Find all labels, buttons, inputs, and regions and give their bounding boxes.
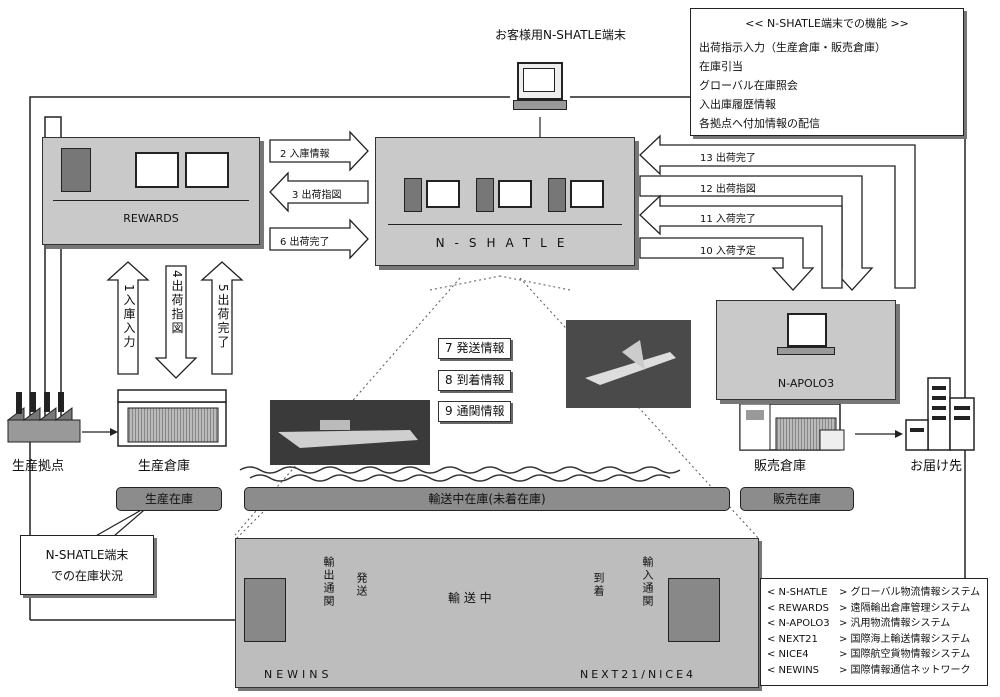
arrow-13-label: 13 出荷完了 [700,153,756,164]
sales-warehouse-label: 販売倉庫 [754,459,807,474]
arrow-4-label: 4出荷指図 [170,270,184,336]
legend-row: < N-APOLO3> 汎用物流情報システム [767,618,951,629]
rewards-box: REWARDS [42,137,260,245]
function-item: 出荷指示入力（生産倉庫・販売倉庫） [699,41,886,54]
server-icon [476,178,494,212]
arrow-12-label: 12 出荷指図 [700,184,756,195]
pc-icon [570,180,604,208]
outer-frame [29,96,510,620]
sales-warehouse-icon [739,403,845,451]
server-icon [61,148,91,192]
in-transit-label: 輸 送 中 [448,591,492,605]
next21-server-icon [668,578,720,642]
napolo-label: N-APOLO3 [777,377,835,390]
production-site-label: 生産拠点 [12,459,65,474]
info-9-customs: 9 通関情報 [438,401,512,422]
functions-box: << N-SHATLE端末での機能 >> 出荷指示入力（生産倉庫・販売倉庫） 在… [690,8,964,136]
transit-stock-bar: 輸送中在庫(未着在庫) [244,487,730,511]
production-warehouse-label: 生産倉庫 [138,459,191,474]
newins-label: NEWINS [264,668,333,681]
napolo-box: N-APOLO3 [716,300,896,400]
callout-line2: での在庫状況 [50,569,123,583]
nshatle-label: N-SHATLE [435,236,575,250]
server-icon [404,178,422,212]
pc-icon [185,152,229,188]
terminal-title: お客様用N-SHATLE端末 [495,28,626,42]
arrow-10-label: 10 入荷予定 [700,246,756,257]
arrow-1-label: 1入庫入力 [122,284,136,350]
rewards-label: REWARDS [123,212,179,225]
sales-stock-bar: 販売在庫 [740,487,854,511]
arrow-11 [639,194,843,289]
functions-title: << N-SHATLE端末での機能 >> [745,17,909,30]
pc-icon [426,180,460,208]
legend-box: < N-SHATLE> グローバル物流情報システム < REWARDS> 遠隔輸… [760,578,988,686]
arrow-4-down [154,265,198,379]
dispatch-label: 発送 [355,572,368,598]
destination-building-icon [905,377,975,451]
callout-line1: N-SHATLE端末 [45,548,129,562]
pc-icon [787,313,827,347]
info-8-arrival: 8 到着情報 [438,370,512,391]
legend-row: < NEXT21> 国際海上輸送情報システム [767,633,971,645]
function-item: 各拠点へ付加情報の配信 [699,117,820,130]
pc-icon [498,180,532,208]
arrow-2-right [269,130,369,172]
nshatle-box: N-SHATLE [375,137,635,266]
arrow-3-label: 3 出荷指図 [292,190,342,201]
newins-server-icon [244,578,286,642]
arrow-6-right [269,218,369,260]
arrow-5-label: 5出荷完了 [216,284,230,350]
legend-row: < N-SHATLE> グローバル物流情報システム [767,587,981,598]
legend-row: < NEWINS> 国際情報通信ネットワーク [767,664,971,676]
arrow-11-label: 11 入荷完了 [700,214,756,225]
arrow-5-up [200,261,244,375]
pc-icon [135,152,179,188]
airplane-photo [566,320,691,408]
function-item: 入出庫履歴情報 [699,98,776,111]
server-icon [548,178,566,212]
next21-label: NEXT21/NICE4 [580,668,697,681]
stock-status-callout: N-SHATLE端末 での在庫状況 [20,535,154,595]
function-item: 在庫引当 [699,60,743,73]
production-warehouse-icon [117,389,227,447]
factory-icon [6,392,81,443]
arrow-3-left [269,171,369,213]
terminal-pc-icon [513,62,567,110]
import-customs-label: 輸入通関 [641,556,654,608]
production-stock-bar: 生産在庫 [116,487,222,511]
arrow-13 [639,134,916,289]
arrow-6-label: 6 出荷完了 [280,237,330,248]
destination-label: お届け先 [910,459,963,474]
legend-row: < REWARDS> 遠隔輸出倉庫管理システム [767,602,971,614]
export-customs-label: 輸出通関 [322,556,335,608]
arrow-1-up [106,261,150,375]
info-7-dispatch: 7 発送情報 [438,338,512,359]
legend-row: < NICE4> 国際航空貨物情報システム [767,649,971,660]
arrival-label: 到着 [592,572,605,598]
arrow-2-label: 2 入庫情報 [280,149,330,160]
arrow-10 [639,237,815,291]
function-item: グローバル在庫照会 [699,79,798,92]
